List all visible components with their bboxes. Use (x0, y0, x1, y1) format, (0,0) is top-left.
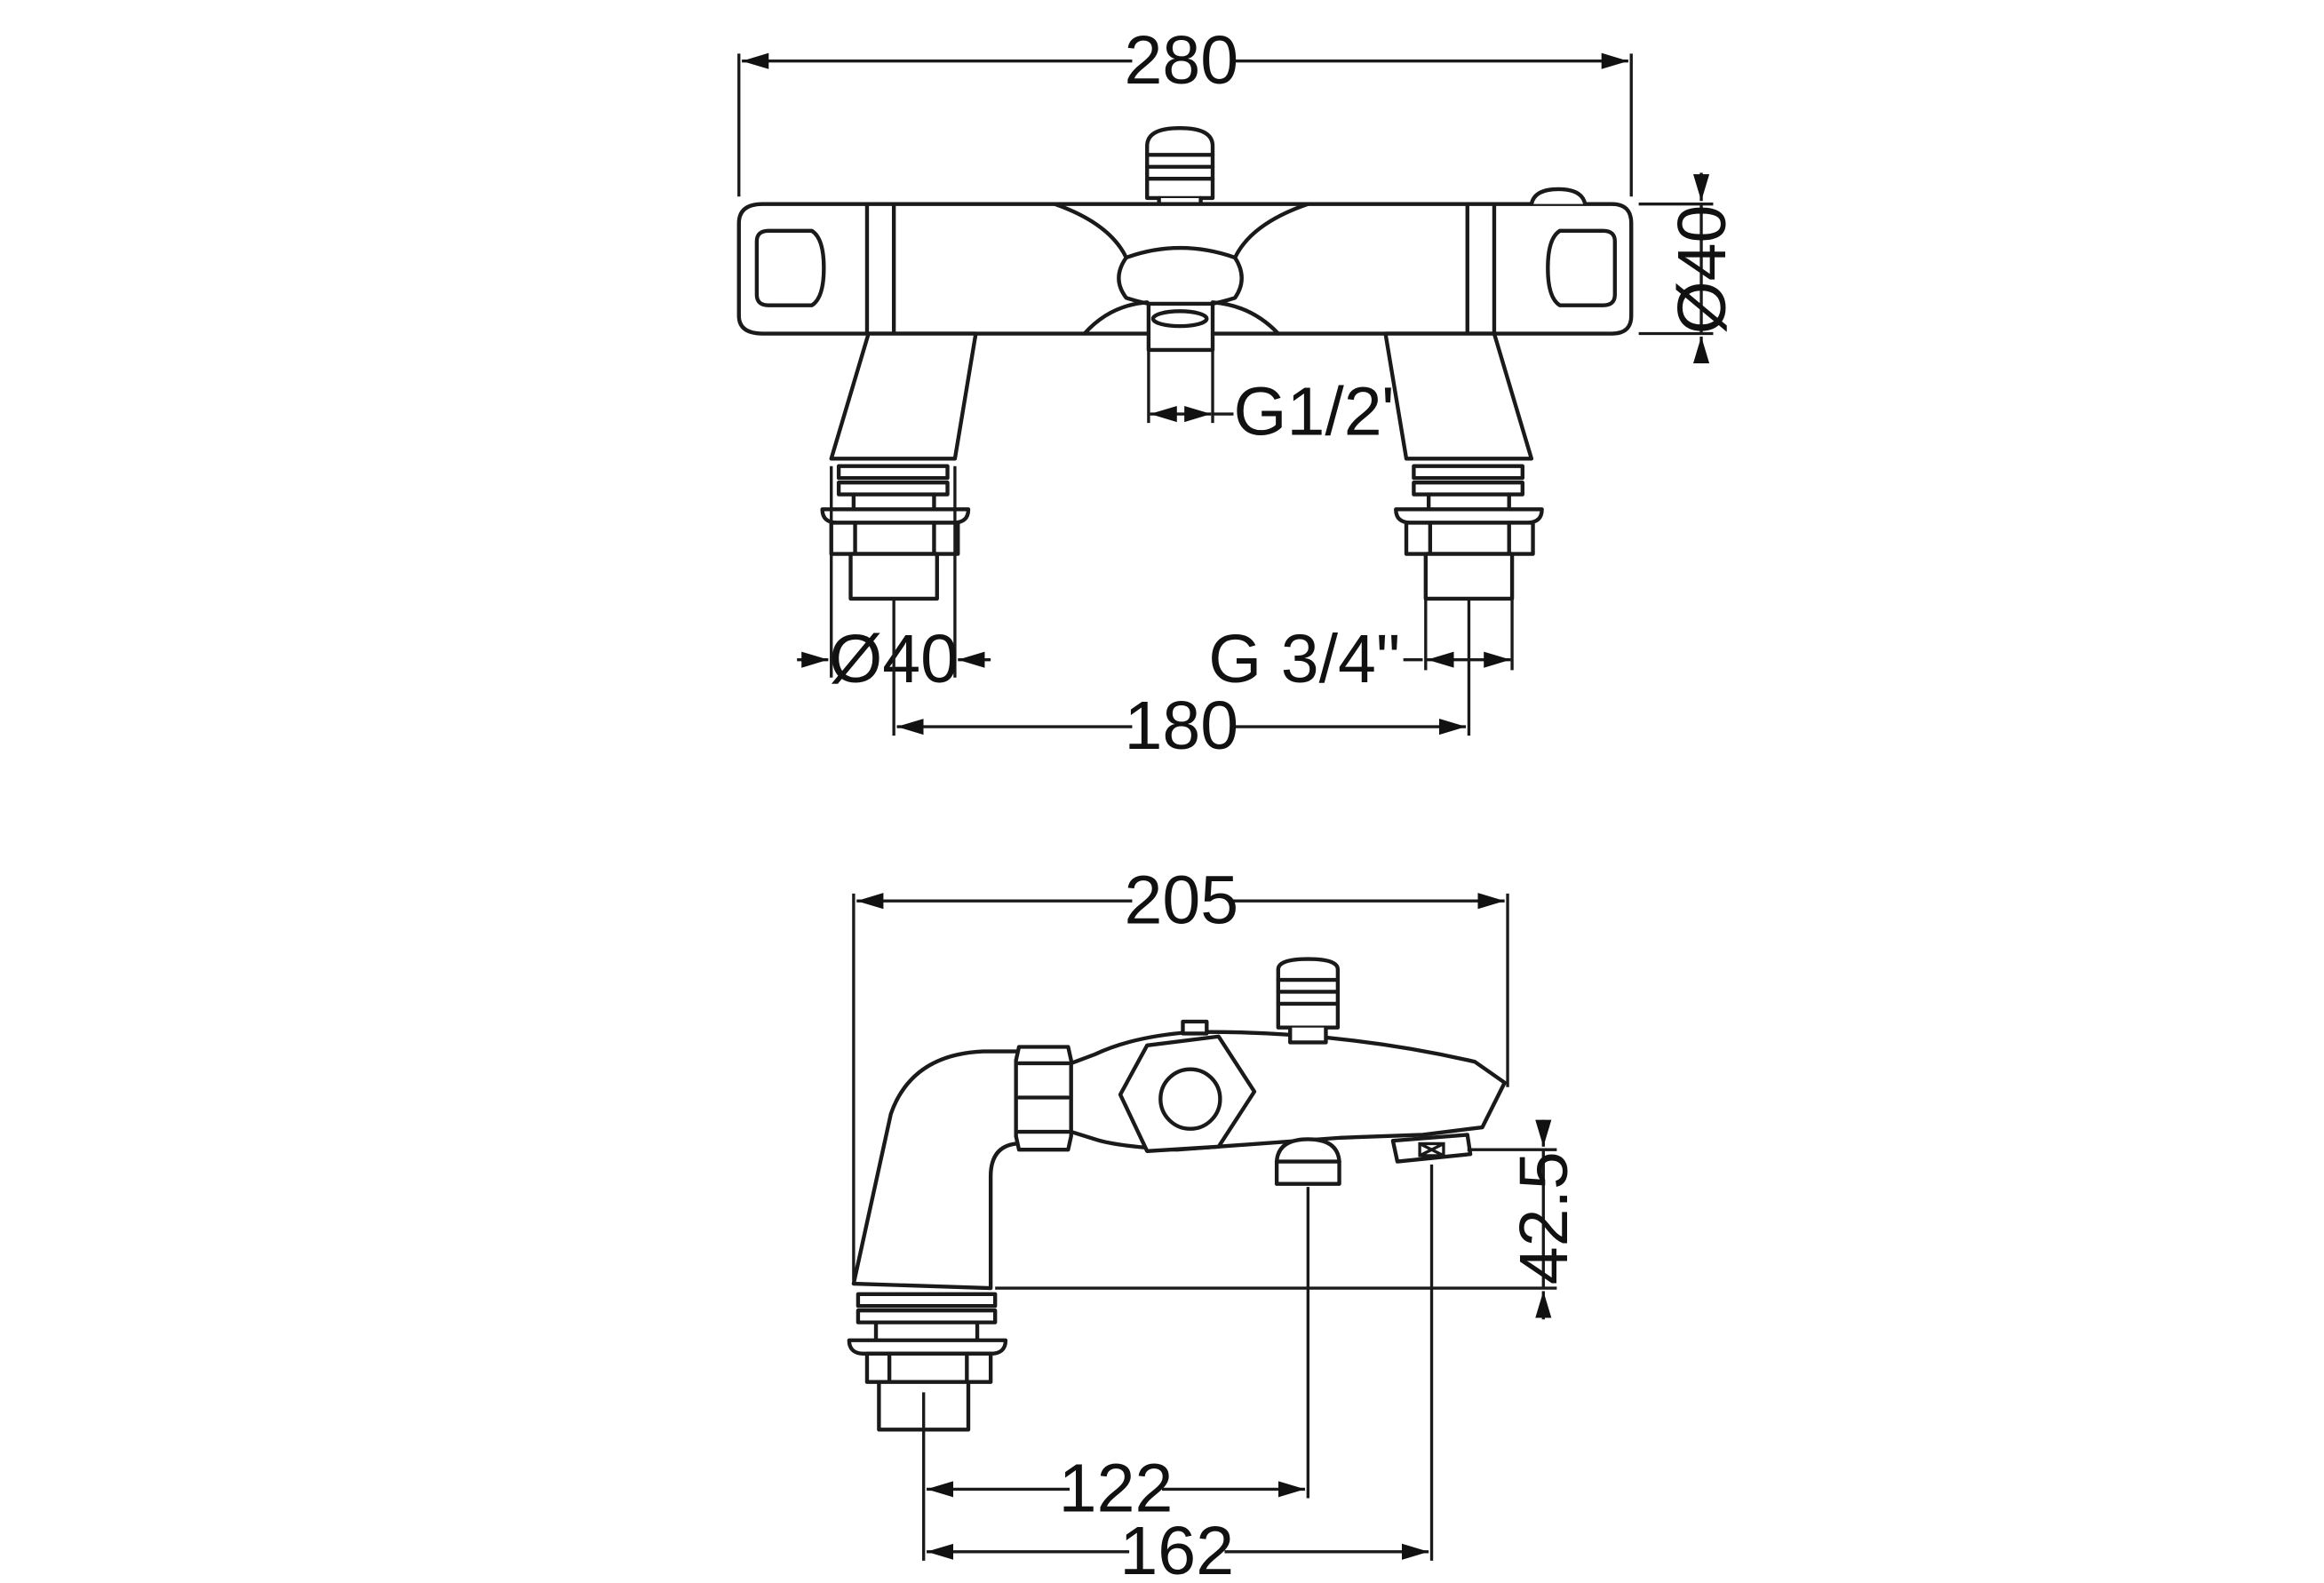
dim-label-162: 162 (1119, 1513, 1234, 1583)
side-leg-fittings (847, 1292, 1008, 1432)
front-view: 280 (736, 22, 1740, 764)
side-body (1069, 957, 1507, 1186)
right-leg (1383, 331, 1544, 601)
dim-label-280: 280 (1124, 22, 1238, 99)
dim-label-g12: G1/2" (1233, 374, 1406, 450)
left-leg (820, 331, 978, 601)
dim-label-body-dia: Ø40 (1664, 205, 1740, 335)
dimension-overall-depth: 205 (852, 862, 1509, 1281)
union-nut (1014, 1045, 1073, 1152)
outlet-thread (1146, 301, 1215, 353)
side-view: 205 (847, 862, 1582, 1583)
dimension-spout-height: 42.5 (995, 1119, 1582, 1320)
dim-label-42-5: 42.5 (1506, 1151, 1582, 1285)
side-leg-elbow (851, 1049, 1031, 1291)
dimension-inlet-thread: G 3/4" (1208, 598, 1514, 697)
dimension-body-diameter: Ø40 (1638, 172, 1740, 364)
dimension-inlet-centres: 180 (892, 598, 1471, 764)
dimension-overall-width: 280 (737, 22, 1633, 197)
thermostatic-body (736, 187, 1634, 336)
dimension-handset-offset: 122 (922, 1187, 1310, 1561)
dimension-outlet-thread: G1/2" (1147, 349, 1406, 450)
dimension-spout-offset: 162 (927, 1164, 1434, 1583)
dim-label-g34: G 3/4" (1208, 621, 1400, 697)
dim-label-180: 180 (1124, 688, 1238, 764)
dim-label-122: 122 (1059, 1451, 1174, 1527)
dim-label-205: 205 (1124, 862, 1238, 938)
